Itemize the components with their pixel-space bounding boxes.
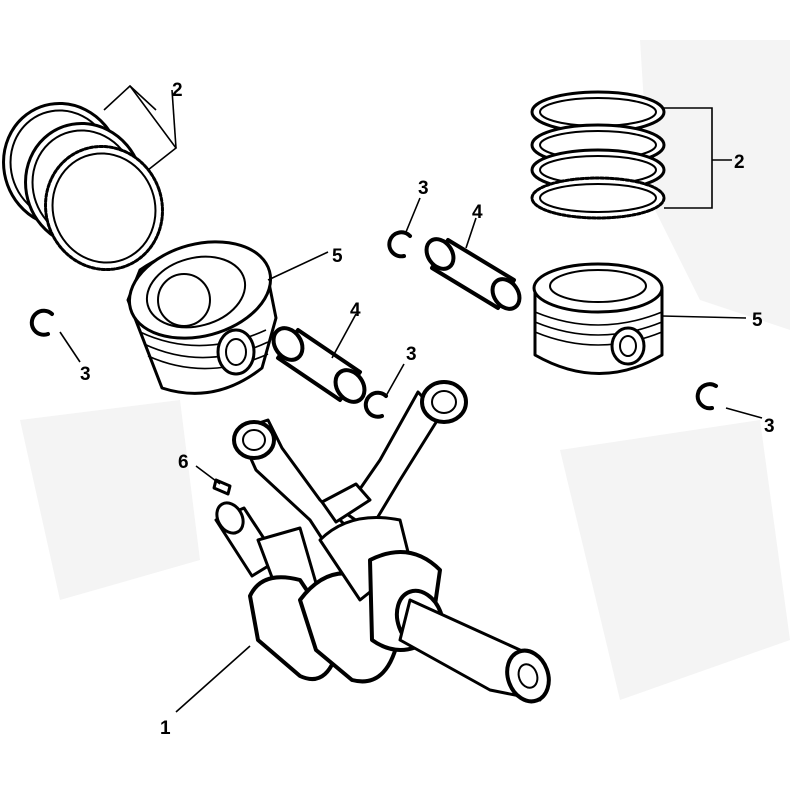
circlip-right — [695, 382, 718, 411]
callout-piston-right: 5 — [752, 310, 763, 331]
piston-pin-center-left — [271, 326, 367, 404]
circlip-left — [29, 308, 54, 337]
connecting-rod-right — [320, 380, 468, 532]
callout-crankshaft: 1 — [160, 718, 171, 739]
callout-clip-left: 3 — [80, 364, 91, 385]
callout-piston-left: 5 — [332, 246, 343, 267]
circlip-center — [363, 390, 388, 419]
piston-right — [532, 262, 664, 375]
callout-ring-set-right: 2 — [734, 152, 745, 173]
connecting-rod-left — [232, 418, 362, 562]
circlip-upper-center — [387, 230, 412, 259]
piston-ring-set-left — [2, 101, 164, 272]
callout-clip-upper-center: 3 — [418, 178, 429, 199]
callout-ring-set-left: 2 — [172, 80, 183, 101]
crankshaft — [214, 501, 551, 704]
callout-pin-center-left: 4 — [350, 300, 361, 321]
callout-key: 6 — [178, 452, 189, 473]
callout-pin-upper-right: 4 — [472, 202, 483, 223]
piston-left — [126, 240, 278, 395]
callout-clip-center: 3 — [406, 344, 417, 365]
callout-labels: 2 2 3 3 3 3 4 4 5 5 6 1 — [80, 80, 775, 739]
background-watermark — [20, 40, 790, 700]
callout-clip-right: 3 — [764, 416, 775, 437]
piston-ring-set-right — [530, 90, 666, 220]
leader-lines — [59, 84, 763, 713]
piston-pin-upper-right — [424, 237, 522, 311]
